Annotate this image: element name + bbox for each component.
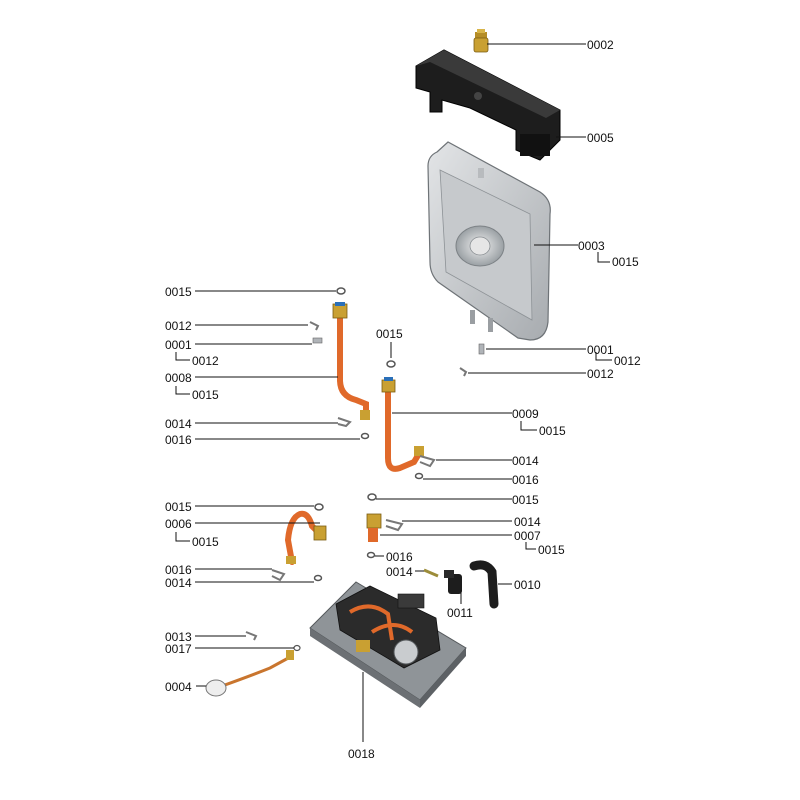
callout-0016: 0016 [165,433,192,447]
callout-0012: 0012 [587,367,614,381]
callout-0012: 0012 [614,354,641,368]
callout-0009: 0009 [512,407,539,421]
callout-0012: 0012 [192,354,219,368]
callout-0018: 0018 [348,747,375,761]
nipple-0001-a [312,337,323,344]
callout-0014: 0014 [165,576,192,590]
callout-0008: 0008 [165,371,192,385]
callout-0015: 0015 [192,535,219,549]
clip-0013 [245,631,258,641]
part-0003-heat-exchanger [427,141,551,341]
oring-0016-d [313,574,323,582]
oring-0016-b [414,472,424,480]
callout-0016: 0016 [512,473,539,487]
clip-0014-c [385,519,404,532]
part-0006-copper-pipe [284,510,327,565]
callout-0007: 0007 [514,529,541,543]
callout-0014: 0014 [512,454,539,468]
callout-0015: 0015 [192,388,219,402]
oring-0015-top-left [336,287,346,295]
callout-0002: 0002 [587,38,614,52]
callout-0015: 0015 [376,327,403,341]
callout-0001: 0001 [165,338,192,352]
part-0008-copper-pipe [332,302,370,420]
callout-0006: 0006 [165,517,192,531]
part-0009-copper-pipe [381,377,424,472]
callout-0015: 0015 [512,493,539,507]
callout-0012: 0012 [165,319,192,333]
small-parts [245,287,485,652]
callout-0014: 0014 [165,417,192,431]
oring-0015-center [367,493,377,501]
callout-0014: 0014 [514,515,541,529]
part-0002-air-vent [473,29,489,53]
clip-0014-e [423,568,439,578]
callout-0003: 0003 [578,239,605,253]
oring-0015-mid [386,360,396,368]
part-0011-black-fitting [444,570,462,594]
callout-0016: 0016 [165,563,192,577]
leader-lines [175,43,612,742]
clip-0014-b [419,455,436,468]
callout-0015: 0015 [165,500,192,514]
callout-0015: 0015 [165,285,192,299]
callout-0004: 0004 [165,680,192,694]
oring-0017 [293,644,301,652]
callout-0001: 0001 [587,343,614,357]
part-0007-pipe-stub [366,513,382,542]
callout-0011: 0011 [447,606,473,620]
callout-0015: 0015 [538,543,565,557]
callout-0005: 0005 [587,131,614,145]
callout-labels: 0002 0005 0003 0015 0015 0012 0001 0012 … [165,38,641,761]
clip-0014-d [271,569,286,582]
oring-0016-c [366,551,376,559]
callout-0013: 0013 [165,630,192,644]
callout-0015: 0015 [539,424,566,438]
callout-0010: 0010 [514,578,541,592]
part-0004-sensor-cable [205,650,294,697]
part-0018-hydraulic-chassis [309,581,467,708]
clip-0014-a [337,417,352,428]
part-0005-top-bracket [415,49,561,161]
oring-0016-a [360,432,370,440]
callout-0014: 0014 [386,565,413,579]
callout-0015: 0015 [612,255,639,269]
clip-0012-a [309,321,320,331]
callout-0016: 0016 [386,550,413,564]
oring-0015-left [314,503,324,511]
nipple-0001-b [478,343,485,355]
part-0010-black-hose [469,560,499,609]
clip-0012-b [459,367,468,377]
callout-0017: 0017 [165,642,192,656]
